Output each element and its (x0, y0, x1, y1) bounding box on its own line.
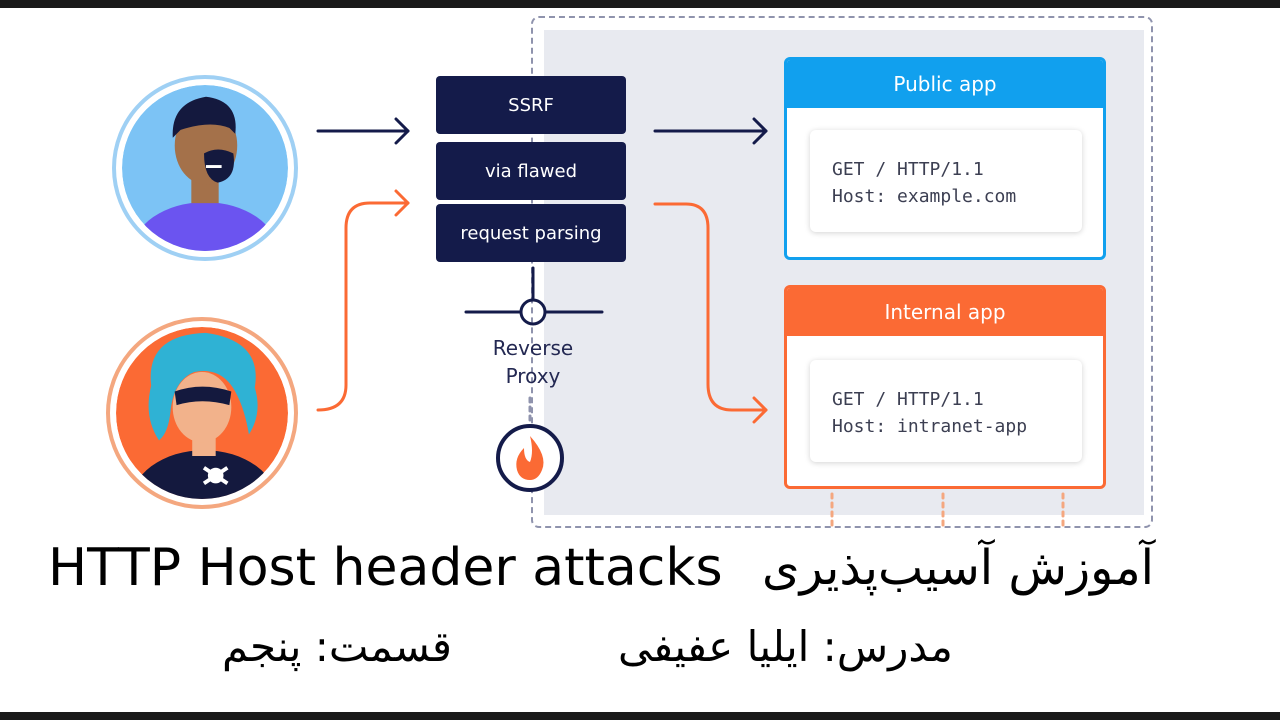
reverse-proxy-label: Reverse Proxy (463, 334, 603, 390)
internal-route-arrow (653, 202, 768, 424)
public-app-title: Public app (787, 60, 1103, 108)
flow-arrows (316, 117, 1065, 532)
attacker-arrow (316, 189, 410, 412)
course-title-fa: آموزش آسیب‌پذیری (762, 540, 1155, 596)
public-route-arrow (653, 117, 768, 145)
arrow-right-icon (316, 117, 410, 145)
course-title-en: HTTP Host header attacks (48, 538, 723, 598)
user-avatar-icon (112, 75, 298, 261)
internal-dashed-links (830, 492, 1065, 532)
episode-label: قسمت: پنجم (222, 622, 452, 671)
course-title: HTTP Host header attacks آموزش آسیب‌پذیر… (0, 538, 1280, 608)
bottom-border-bar (0, 712, 1280, 720)
public-app-host-line: Host: example.com (832, 186, 1017, 207)
proxy-connector (464, 266, 604, 326)
internal-app-request-line: GET / HTTP/1.1 (832, 389, 984, 410)
reverse-proxy-label-line1: Reverse (492, 336, 574, 360)
attacker-avatar-icon (106, 317, 298, 509)
public-app-request-line: GET / HTTP/1.1 (832, 159, 984, 180)
proxy-step-ssrf: SSRF (436, 76, 626, 134)
internal-app-host-line: Host: intranet-app (832, 416, 1028, 437)
reverse-proxy-label-line2: Proxy (505, 364, 561, 388)
proxy-step-request-parsing: request parsing (436, 204, 626, 262)
firewall-flame-icon (496, 424, 564, 492)
internal-app-title: Internal app (787, 288, 1103, 336)
top-border-bar (0, 0, 1280, 8)
proxy-step-via-flawed: via flawed (436, 142, 626, 200)
teacher-label: مدرس: ایلیا عفیفی (618, 622, 953, 671)
